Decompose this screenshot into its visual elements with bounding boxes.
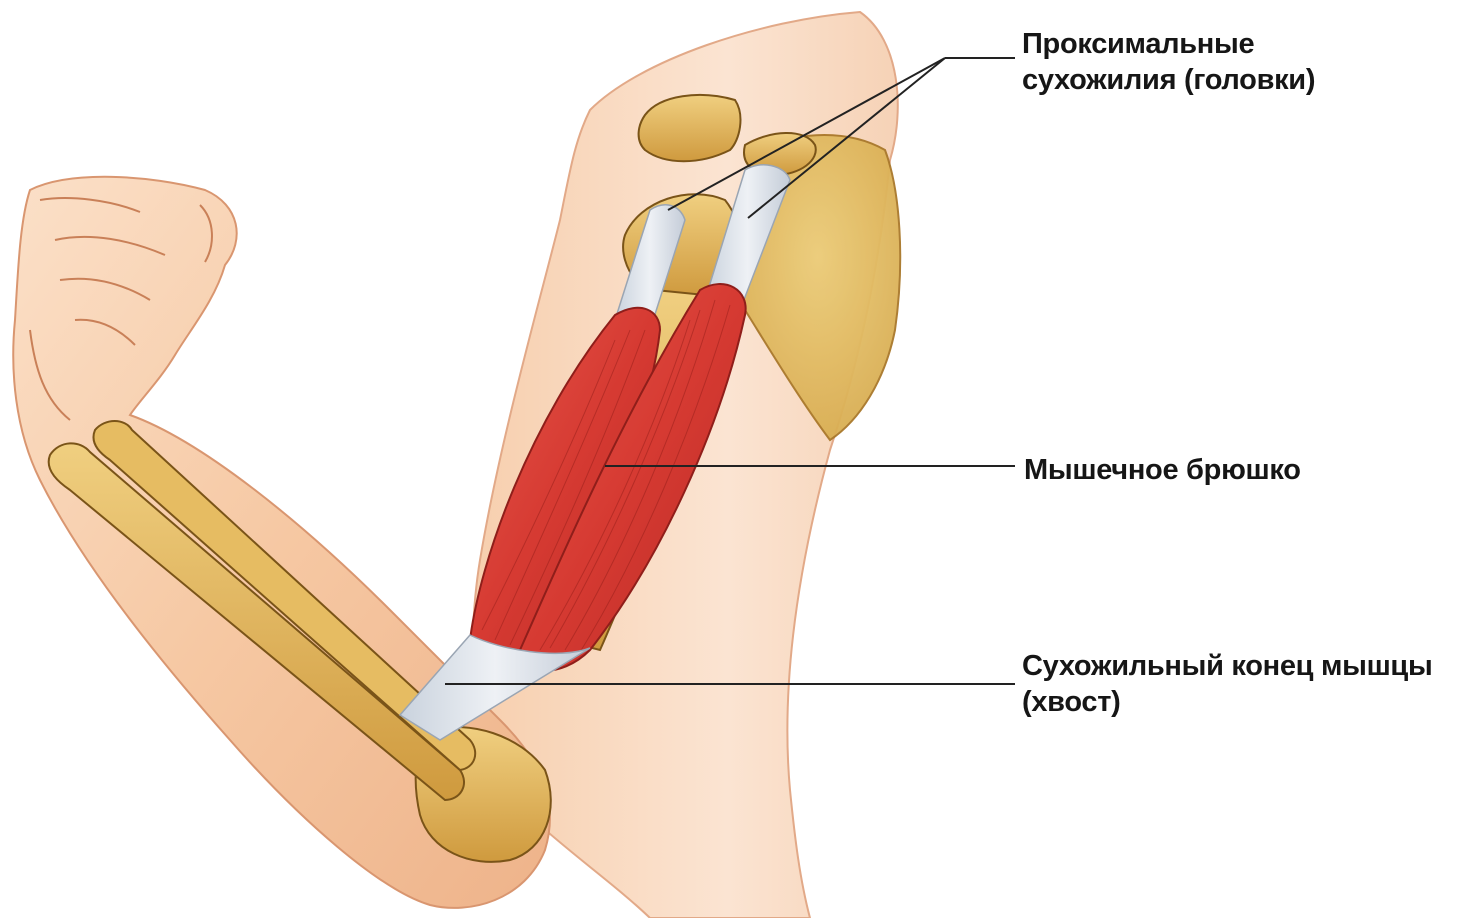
label-proximal-tendons: Проксимальные сухожилия (головки) xyxy=(1022,26,1315,98)
label-proximal-tendons-line1: Проксимальные xyxy=(1022,26,1315,62)
label-proximal-tendons-line2: сухожилия (головки) xyxy=(1022,62,1315,98)
label-muscle-belly-line1: Мышечное брюшко xyxy=(1024,452,1301,488)
label-muscle-belly: Мышечное брюшко xyxy=(1024,452,1301,488)
label-distal-tendon-line2: (хвост) xyxy=(1022,684,1432,720)
label-distal-tendon: Сухожильный конец мышцы (хвост) xyxy=(1022,648,1432,720)
label-distal-tendon-line1: Сухожильный конец мышцы xyxy=(1022,648,1432,684)
